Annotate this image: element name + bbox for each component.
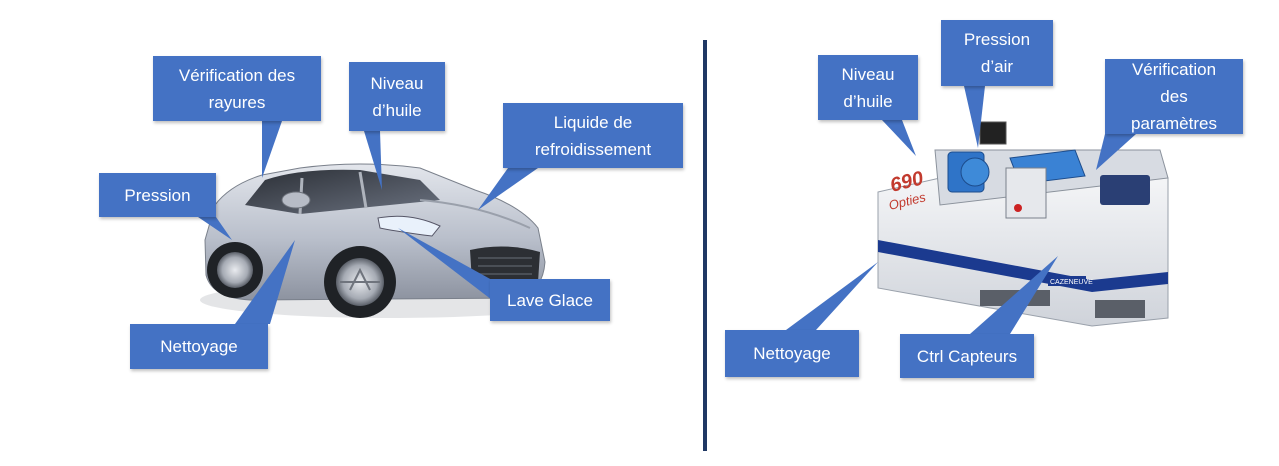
pointer-parameter-check [1096, 134, 1136, 170]
pointer-machine-cleaning [786, 262, 878, 330]
pointer-car-oil [364, 131, 382, 190]
panel-divider [703, 40, 707, 451]
callout-coolant: Liquide de refroidissement [503, 103, 683, 168]
callout-sensor-check: Ctrl Capteurs [900, 334, 1034, 378]
callout-machine-oil-level: Niveau d’huile [818, 55, 918, 120]
callout-air-pressure: Pression d’air [941, 20, 1053, 86]
machine-brand: CAZENEUVE [1050, 279, 1093, 286]
callout-parameter-check: Vérification des paramètres [1105, 59, 1243, 134]
pointer-coolant [478, 168, 538, 210]
callout-scratch-check: Vérification des rayures [153, 56, 321, 121]
callout-pointers [198, 86, 1136, 334]
pointer-washer [398, 228, 492, 300]
callout-washer-fluid: Lave Glace [490, 279, 610, 321]
callout-pressure: Pression [99, 173, 216, 217]
pointer-pressure [198, 217, 232, 240]
callout-car-cleaning: Nettoyage [130, 324, 268, 369]
pointer-machine-oil [882, 120, 916, 156]
lathe-machine-illustration: 690 Opties CAZENEUVE [877, 121, 1169, 327]
pointer-air-pressure [964, 86, 985, 148]
callout-car-oil-level: Niveau d’huile [349, 62, 445, 131]
pointer-scratch-check [262, 121, 282, 178]
callout-machine-cleaning: Nettoyage [725, 330, 859, 377]
pointer-car-cleaning [235, 240, 295, 324]
pointer-sensor-check [970, 256, 1058, 334]
